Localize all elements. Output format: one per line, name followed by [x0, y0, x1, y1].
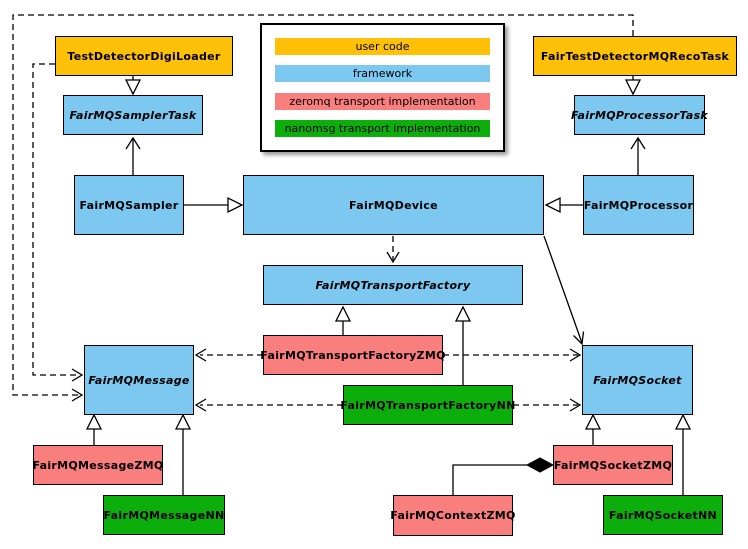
- node-fairmqtransportfactory: FairMQTransportFactory: [263, 265, 523, 305]
- node-fairmqsocketzmq: FairMQSocketZMQ: [553, 445, 673, 485]
- edge-messagezmq-to-message-inheritance: [85, 413, 103, 445]
- edge-sampler-to-samplertask-association: [125, 136, 141, 175]
- edge-transportfactoryzmq-to-socket-dependency: [443, 348, 582, 362]
- node-fairmqsampler: FairMQSampler: [74, 175, 184, 235]
- node-fairmqprocessortask: FairMQProcessorTask: [571, 95, 708, 135]
- node-fairmqsocket: FairMQSocket: [582, 345, 693, 415]
- edge-transportfactoryzmq-to-transportfactory-inheritance: [334, 305, 352, 335]
- edge-transportfactoryzmq-to-message-dependency: [194, 348, 263, 362]
- node-fairmqprocessor: FairMQProcessor: [583, 175, 694, 235]
- edge-device-to-transportfactory-dependency: [386, 236, 400, 264]
- edge-socketnn-to-socket-inheritance: [674, 413, 692, 495]
- edge-processor-to-device-inheritance: [544, 196, 583, 214]
- node-fairmqtransportfactorynn: FairMQTransportFactoryNN: [340, 385, 515, 425]
- legend-item-user-code: user code: [275, 38, 490, 55]
- edge-recotask-to-message-dependency: [12, 14, 634, 402]
- node-testdetectordigiloader: TestDetectorDigiLoader: [55, 36, 233, 76]
- node-fairmqtransportfactoryzmq: FairMQTransportFactoryZMQ: [260, 335, 445, 375]
- edge-digiloader-to-samplertask-inheritance: [124, 76, 142, 96]
- node-fairmqmessagezmq: FairMQMessageZMQ: [32, 445, 163, 485]
- edge-transportfactorynn-to-socket-dependency: [513, 398, 582, 412]
- node-fairmqcontextzmq: FairMQContextZMQ: [390, 495, 515, 536]
- legend: user code framework zeromq transport imp…: [260, 23, 505, 152]
- node-fairmqsocketnn: FairMQSocketNN: [603, 495, 723, 535]
- node-fairmqdevice: FairMQDevice: [243, 175, 544, 235]
- edge-transportfactorynn-to-message-dependency: [194, 398, 343, 412]
- edge-digiloader-to-message-dependency: [32, 63, 84, 382]
- edge-sampler-to-device-inheritance: [184, 196, 244, 214]
- edge-contextzmq-to-socketzmq-composition: [452, 457, 555, 495]
- node-fairmqsamplertask: FairMQSamplerTask: [63, 95, 203, 135]
- legend-item-framework: framework: [275, 65, 490, 83]
- node-fairtestdetectormqrecotask: FairTestDetectorMQRecoTask: [533, 36, 737, 76]
- node-fairmqmessage: FairMQMessage: [84, 345, 194, 415]
- edge-device-to-socket-association: [543, 235, 585, 346]
- legend-item-nanomsg: nanomsg transport implementation: [275, 119, 490, 137]
- edge-transportfactorynn-to-transportfactory-inheritance: [454, 305, 472, 385]
- edge-recotask-to-processortask-inheritance: [624, 76, 642, 96]
- edge-socketzmq-to-socket-inheritance: [584, 413, 602, 445]
- node-fairmqmessagenn: FairMQMessageNN: [103, 495, 225, 535]
- edge-processor-to-processortask-association: [630, 136, 646, 175]
- edge-messagenn-to-message-inheritance: [174, 413, 192, 495]
- legend-item-zeromq: zeromq transport implementation: [275, 92, 490, 110]
